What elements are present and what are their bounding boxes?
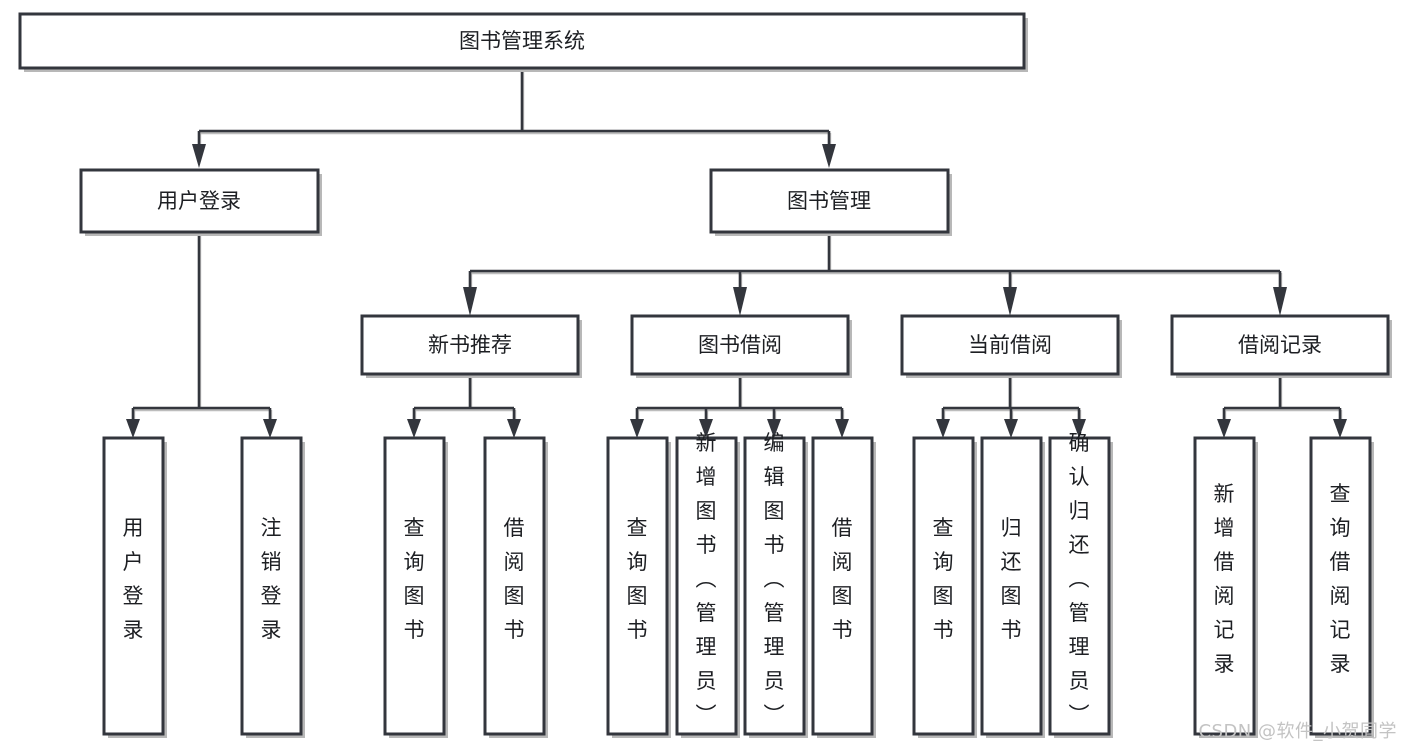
leaf-label-recommend-query: 查询图书 xyxy=(404,516,425,642)
node-new-book-recommend[interactable]: 新书推荐 xyxy=(360,314,582,378)
node-book-management-label: 图书管理 xyxy=(787,189,871,213)
leaf-node-borrow-add[interactable] xyxy=(675,436,738,736)
leaf-node-record-query[interactable] xyxy=(1309,436,1372,736)
node-root-label: 图书管理系统 xyxy=(459,29,585,53)
leaf-node-user-logout[interactable] xyxy=(240,436,303,736)
leaf-node-user-login[interactable] xyxy=(102,436,165,736)
leaf-label-borrow-query: 查询图书 xyxy=(627,516,648,642)
node-book-management[interactable]: 图书管理 xyxy=(709,168,952,236)
leaf-label-record-add: 新增借阅记录 xyxy=(1214,482,1235,676)
connector-bookborrow-to-leaves xyxy=(630,374,849,438)
leaf-node-borrow-lend[interactable] xyxy=(811,436,874,736)
leaf-node-recommend-borrow[interactable] xyxy=(483,436,546,736)
leaf-label-borrow-add: 新增图书︵管理员︶ xyxy=(696,431,717,727)
leaf-label-recommend-borrow: 借阅图书 xyxy=(504,516,525,642)
leaf-node-current-confirm[interactable] xyxy=(1048,436,1111,736)
leaf-node-current-query[interactable] xyxy=(912,436,975,736)
leaf-labels-layer: 用户登录 注销登录 查询图书 借阅图书 查询图书 新增图书︵管理员︶ 编辑图书︵… xyxy=(123,431,1351,727)
node-user-login[interactable]: 用户登录 xyxy=(79,168,322,236)
leaf-label-current-confirm: 确认归还︵管理员︶ xyxy=(1069,431,1090,727)
leaf-label-current-query: 查询图书 xyxy=(933,516,954,642)
leaf-label-borrow-lend: 借阅图书 xyxy=(832,516,853,642)
node-root[interactable]: 图书管理系统 xyxy=(18,12,1028,72)
connector-userlogin-to-leaves xyxy=(126,232,277,438)
node-book-borrow[interactable]: 图书借阅 xyxy=(630,314,852,378)
connector-bookmgmt-to-level3 xyxy=(463,232,1287,316)
leaf-label-record-query: 查询借阅记录 xyxy=(1330,482,1351,676)
leaf-node-borrow-edit[interactable] xyxy=(743,436,806,736)
leaf-node-record-add[interactable] xyxy=(1193,436,1256,736)
node-current-borrow-label: 当前借阅 xyxy=(968,333,1052,357)
node-current-borrow[interactable]: 当前借阅 xyxy=(900,314,1122,378)
leaf-label-user-login: 用户登录 xyxy=(123,516,144,642)
connector-recommend-to-leaves xyxy=(407,374,521,438)
leaf-node-current-return[interactable] xyxy=(980,436,1043,736)
node-user-login-label: 用户登录 xyxy=(157,189,241,213)
node-borrow-record-label: 借阅记录 xyxy=(1238,333,1322,357)
connector-borrowrecord-to-leaves xyxy=(1217,374,1347,438)
node-book-borrow-label: 图书借阅 xyxy=(698,333,782,357)
connector-currentborrow-to-leaves xyxy=(936,374,1086,438)
leaf-node-recommend-query[interactable] xyxy=(383,436,446,736)
connector-root-to-level2 xyxy=(192,69,836,168)
csdn-watermark: CSDN @软件_小贺同学 xyxy=(1198,721,1397,742)
leaf-label-current-return: 归还图书 xyxy=(1001,516,1022,642)
node-borrow-record[interactable]: 借阅记录 xyxy=(1170,314,1392,378)
node-new-book-recommend-label: 新书推荐 xyxy=(428,333,512,357)
leaf-nodes-layer xyxy=(102,436,1374,738)
connector-layer xyxy=(126,69,1347,438)
leaf-label-user-logout: 注销登录 xyxy=(261,516,282,642)
leaf-label-borrow-edit: 编辑图书︵管理员︶ xyxy=(764,431,785,727)
leaf-node-borrow-query[interactable] xyxy=(606,436,669,736)
